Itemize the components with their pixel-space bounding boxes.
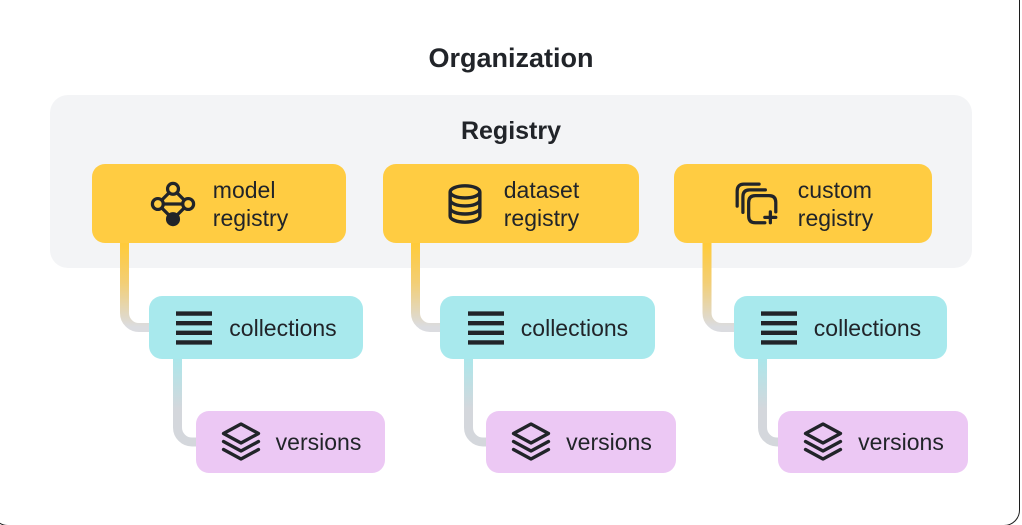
page-title: Organization [428, 43, 594, 73]
collections-label: collections [229, 314, 337, 341]
versions-label: versions [275, 429, 362, 455]
list-lines-icon [467, 310, 504, 345]
collections-box-1: collections [149, 296, 363, 359]
custom-registry-icon [735, 182, 778, 224]
registry-panel-title: Registry [460, 117, 562, 145]
versions-label: versions [566, 429, 652, 455]
versions-box-1: versions [196, 411, 385, 473]
collections-label: collections [813, 314, 922, 341]
collections-box-2: collections [440, 296, 655, 359]
connector-collections-to-versions-1 [173, 357, 198, 447]
registry-box-custom: custom registry [674, 164, 932, 243]
dataset-registry-icon [448, 183, 482, 224]
list-lines-icon [760, 310, 797, 345]
versions-box-2: versions [486, 411, 676, 473]
versions-label: versions [858, 429, 944, 455]
registry-box-label: custom registry [797, 176, 874, 231]
registry-box-label: model registry [212, 176, 289, 231]
registry-box-model: model registry [92, 164, 346, 243]
layers-icon [804, 421, 843, 461]
layers-icon [512, 421, 551, 461]
list-lines-icon [176, 310, 213, 345]
collections-label: collections [520, 314, 629, 341]
collections-box-3: collections [734, 296, 947, 359]
registry-box-dataset: dataset registry [383, 164, 639, 243]
layers-icon [221, 421, 260, 461]
model-registry-icon [150, 181, 196, 226]
versions-box-3: versions [778, 411, 968, 473]
registry-box-label: dataset registry [503, 176, 580, 231]
